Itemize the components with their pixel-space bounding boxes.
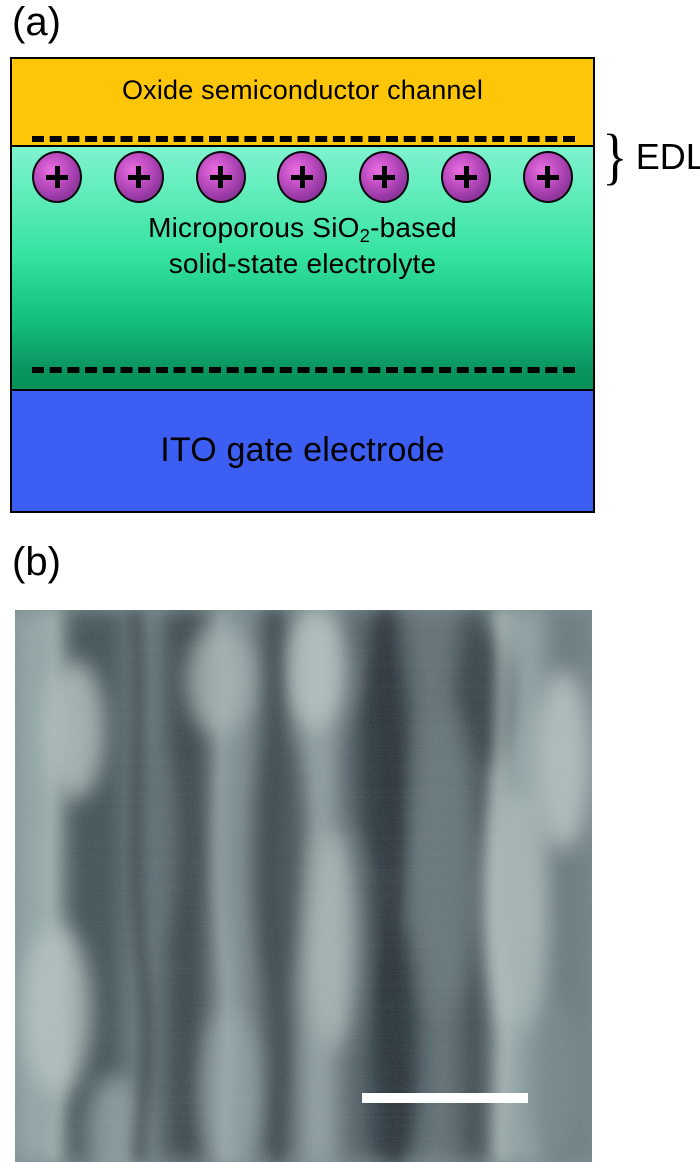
plus-icon-vertical	[545, 166, 551, 188]
cation-ion	[522, 151, 573, 203]
afm-image-canvas	[15, 610, 592, 1162]
plus-icon-vertical	[381, 166, 387, 188]
edl-annotation: } EDL	[600, 122, 700, 192]
layer-ito-gate-electrode: ITO gate electrode	[10, 389, 595, 513]
plus-icon-vertical	[218, 166, 224, 188]
cation-ion	[32, 151, 82, 203]
layer-oxide-semiconductor-channel: Oxide semiconductor channel	[10, 57, 595, 147]
cation-ion	[195, 151, 246, 203]
panel-label-a: (a)	[12, 0, 61, 44]
cation-ion	[359, 151, 410, 203]
layer-gate-label: ITO gate electrode	[160, 431, 445, 470]
plus-icon-vertical	[136, 166, 142, 188]
layer-channel-label: Oxide semiconductor channel	[121, 74, 484, 105]
layer-electrolyte-label: Microporous SiO2-based solid-state elect…	[148, 211, 457, 282]
negative-charge-dashed-line-top	[32, 136, 575, 142]
afm-micrograph	[15, 610, 592, 1162]
brace-icon: }	[602, 123, 628, 191]
scale-bar	[362, 1093, 528, 1103]
plus-icon-vertical	[54, 166, 60, 188]
electrolyte-label-line1-tail: -based	[370, 211, 457, 243]
edl-label: EDL	[635, 136, 700, 177]
electrolyte-label-line2: solid-state electrolyte	[168, 248, 437, 280]
plus-icon-vertical	[299, 166, 305, 188]
cation-row	[10, 151, 595, 207]
cation-ion	[277, 151, 328, 203]
electrolyte-label-line1: Microporous SiO	[148, 211, 360, 243]
panel-label-b: (b)	[12, 540, 61, 584]
cation-ion	[441, 151, 492, 203]
device-schematic: Oxide semiconductor channel Microporous …	[10, 57, 595, 513]
negative-charge-dashed-line-bottom	[32, 367, 575, 373]
plus-icon-vertical	[463, 166, 469, 188]
cation-ion	[113, 151, 164, 203]
electrolyte-label-subscript: 2	[359, 224, 371, 246]
